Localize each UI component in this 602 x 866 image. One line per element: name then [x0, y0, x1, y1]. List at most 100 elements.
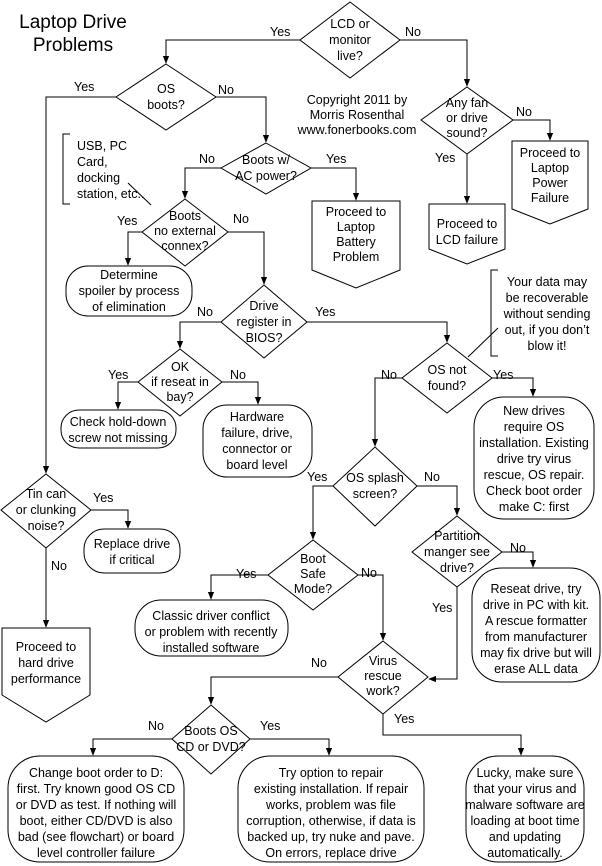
outcome-hold-down-line-2: screw not missing [68, 431, 167, 445]
note-recoverable-line-1: Your data may [507, 275, 588, 289]
decision-os-not-found-line-2: found? [428, 379, 466, 393]
decision-safe-mode: Boot Safe Mode? [267, 539, 359, 611]
outcome-reseat-try-line-5: may fix drive but will [480, 646, 592, 660]
decision-no-external-shape [141, 198, 229, 267]
copyright-block: Copyright 2011 by Morris Rosenthal www.f… [297, 93, 417, 137]
outcome-repair-install-line-1: Try option to repair [279, 766, 383, 780]
decision-os-not-found: OS not found? [401, 342, 493, 414]
outcome-boot-order-line-2: first. Try known good OS CD [17, 782, 175, 796]
decision-safe-mode-line-3: Mode? [294, 582, 332, 596]
outcome-reseat-try-line-4: from manufacturer [485, 630, 587, 644]
decision-boots-cd: Boots OS CD or DVD? [171, 704, 251, 775]
decision-partition-line-2: manger see [424, 545, 490, 559]
outcome-reseat-try: Reseat drive, try drive in PC with kit. … [471, 567, 601, 683]
terminal-hard-drive-perf-line-3: performance [11, 672, 81, 686]
decision-drive-bios-line-2: register in [237, 315, 292, 329]
lbl-reseat-yes: Yes [108, 368, 128, 382]
outcome-hardware-failure-line-1: Hardware [230, 410, 284, 424]
terminal-power-failure-line-3: Power [532, 176, 567, 190]
note-usb-line-3: docking [77, 171, 120, 185]
decision-no-external-line-2: no external [154, 224, 216, 238]
lbl-lcd-no: No [405, 25, 421, 39]
decision-partition: Partition manger see drive? [411, 515, 503, 588]
lbl-splash-no: No [424, 470, 440, 484]
outcome-hardware-failure-shape [202, 404, 313, 478]
decision-lcd-line-2: monitor [329, 33, 371, 47]
note-recoverable-leader [467, 327, 499, 358]
decision-boots-ac-line-1: Boots w/ [242, 153, 290, 167]
outcome-hold-down-line-1: Check hold-down [70, 415, 167, 429]
lbl-bootscd-yes: Yes [260, 719, 280, 733]
note-usb-line-2: Card, [77, 155, 108, 169]
edge-partition-no [502, 551, 537, 568]
copyright-line-1: Copyright 2011 by [307, 93, 408, 107]
decision-fan-line-1: Any fan [446, 96, 488, 110]
decision-boots-cd-shape [171, 704, 251, 775]
outcome-hardware-failure-line-2: failure, drive, [221, 426, 293, 440]
decision-drive-bios-shape [220, 284, 308, 359]
outcome-spoiler-line-1: Determine [100, 268, 158, 282]
decision-os-boots: OS boots? [115, 63, 217, 131]
lbl-bios-no: No [197, 305, 213, 319]
lbl-osboots-no: No [218, 83, 234, 97]
edge-bios-yes [307, 321, 451, 343]
decision-splash: OS splash screen? [332, 446, 418, 527]
terminal-battery-shape [311, 200, 401, 289]
outcome-replace-drive-shape [83, 528, 181, 574]
edge-noext-yes [124, 231, 142, 266]
outcome-driver-conflict-line-3: installed software [163, 641, 260, 655]
note-recoverable-line-3: without sending [503, 307, 591, 321]
lbl-tincan-no: No [51, 559, 67, 573]
decision-drive-bios-line-3: BIOS? [246, 331, 283, 345]
edge-notfound-no [371, 377, 402, 447]
outcome-new-drives: New drives require OS installation. Exis… [473, 396, 595, 520]
terminal-power-failure-line-1: Proceed to [520, 146, 581, 160]
note-usb: USB, PC Card, docking station, etc.. [62, 133, 144, 205]
lbl-safemode-no: No [361, 566, 377, 580]
decision-fan-shape [420, 86, 514, 155]
decision-os-boots-line-1: OS [157, 82, 175, 96]
outcome-repair-install: Try option to repair existing installati… [237, 755, 425, 863]
outcome-replace-drive-line-1: Replace drive [94, 537, 170, 551]
outcome-lucky: Lucky, make sure that your virus and mal… [465, 755, 585, 863]
outcome-new-drives-line-4: drive try virus [497, 452, 571, 466]
edge-partition-yes [428, 587, 458, 683]
decision-splash-line-1: OS splash [346, 471, 404, 485]
outcome-boot-order-line-6: level controller failure [37, 846, 155, 860]
outcome-repair-install-line-5: backed up, try nuke and pave. [247, 830, 414, 844]
outcome-spoiler-line-2: spoiler by process [79, 284, 180, 298]
edge-splash-yes [309, 485, 333, 540]
outcome-reseat-try-line-1: Reseat drive, try [490, 582, 582, 596]
outcome-spoiler-line-3: of elimination [92, 300, 166, 314]
decision-os-not-found-line-1: OS not [428, 363, 467, 377]
outcome-boot-order-shape [7, 755, 185, 863]
outcome-boot-order-line-3: or DVD as test. If nothing will [16, 798, 176, 812]
outcome-new-drives-line-5: rescue, OS repair. [484, 468, 585, 482]
edge-labels: Yes No Yes No No Yes No Yes Yes No No Ye… [51, 25, 532, 733]
outcome-spoiler: Determine spoiler by process of eliminat… [65, 265, 193, 317]
lbl-virus-no: No [311, 656, 327, 670]
terminal-battery-line-4: Problem [333, 250, 380, 264]
decision-partition-line-3: drive? [440, 561, 474, 575]
decision-virus: Virus rescue work? [337, 640, 429, 715]
outcome-reseat-try-line-6: erase ALL data [494, 662, 578, 676]
outcome-lucky-line-2: that your virus and [474, 782, 577, 796]
outcome-boot-order-line-4: boot, either CD/DVD is also [20, 814, 173, 828]
lbl-partition-yes: Yes [432, 601, 452, 615]
decision-splash-shape [332, 446, 418, 527]
edge-tincan-yes [91, 509, 132, 529]
edge-lcd-yes [162, 39, 300, 64]
outcome-reseat-try-shape [471, 567, 601, 683]
outcome-boot-order-line-1: Change boot order to D: [29, 766, 163, 780]
terminal-hard-drive-perf-line-2: hard drive [18, 656, 74, 670]
edge-bios-no [176, 321, 221, 349]
decision-boots-ac-shape [219, 142, 313, 195]
decision-tin-can-line-1: Tin can [26, 487, 67, 501]
decision-fan-line-3: sound? [446, 126, 487, 140]
decision-reseat-line-3: bay? [166, 390, 193, 404]
lbl-bootsac-no: No [199, 152, 215, 166]
outcome-lucky-line-5: and updating [489, 830, 561, 844]
outcome-reseat-try-line-3: A rescue formatter [485, 614, 587, 628]
outcome-boot-order-line-5: bad (see flowchart) or board [18, 830, 174, 844]
